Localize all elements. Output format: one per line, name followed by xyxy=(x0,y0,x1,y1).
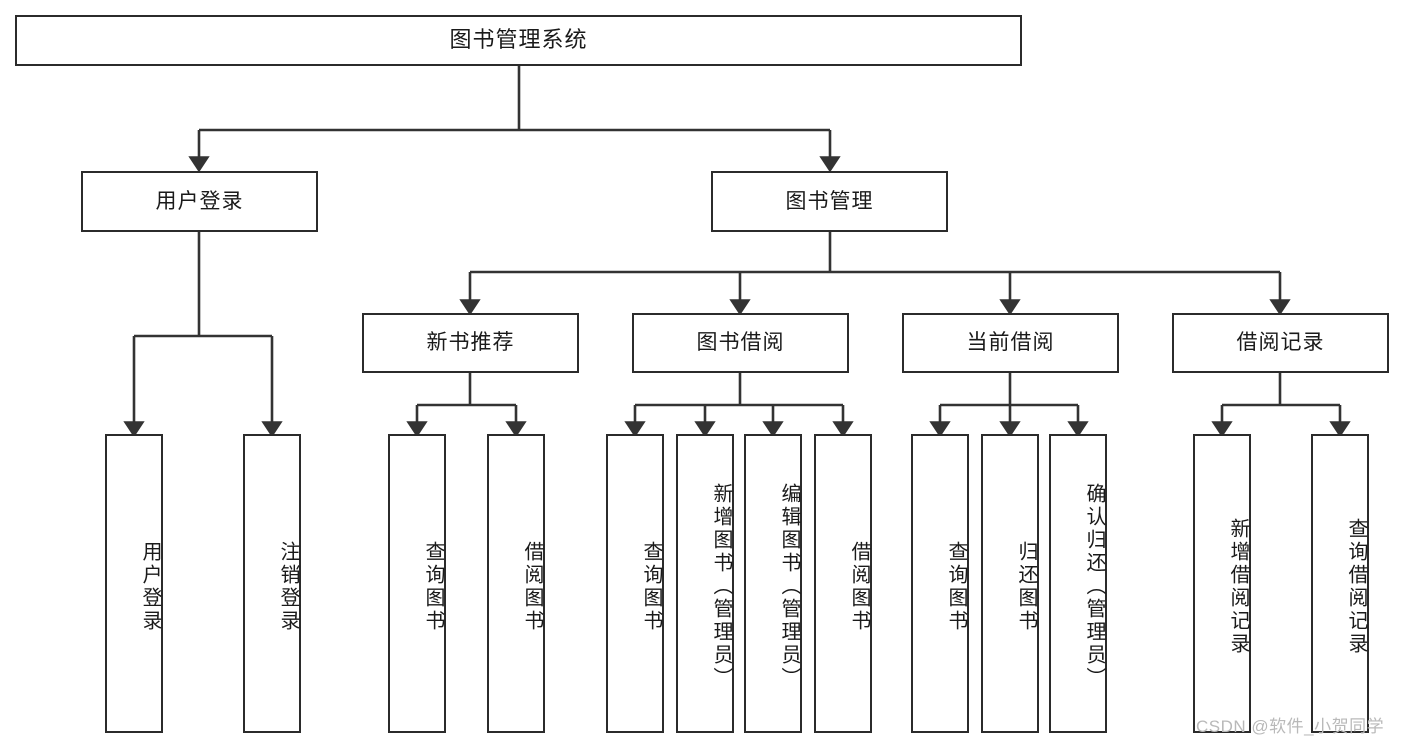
node-label: 查询借阅记录 xyxy=(1345,517,1367,656)
node-leaf-edit-book[interactable]: 编辑图书（管理员） xyxy=(744,434,802,733)
node-leaf-logout-login[interactable]: 注销登录 xyxy=(243,434,301,733)
node-leaf-query-record[interactable]: 查询借阅记录 xyxy=(1311,434,1369,733)
node-label: 新增借阅记录 xyxy=(1227,517,1249,656)
node-label: 查询图书 xyxy=(945,540,967,633)
node-current-borrow[interactable]: 当前借阅 xyxy=(902,313,1119,373)
node-label: 借阅记录 xyxy=(1236,331,1325,355)
node-leaf-confirm-return[interactable]: 确认归还（管理员） xyxy=(1049,434,1107,733)
node-label: 图书管理系统 xyxy=(449,27,588,53)
node-borrow-record[interactable]: 借阅记录 xyxy=(1172,313,1389,373)
node-label: 查询图书 xyxy=(422,540,444,633)
node-leaf-borrow-book-2[interactable]: 借阅图书 xyxy=(814,434,872,733)
node-label: 新书推荐 xyxy=(426,331,515,355)
node-label: 确认归还（管理员） xyxy=(1083,483,1105,690)
node-label: 编辑图书（管理员） xyxy=(778,483,800,690)
node-leaf-query-book-1[interactable]: 查询图书 xyxy=(388,434,446,733)
node-label: 新增图书（管理员） xyxy=(710,483,732,690)
node-leaf-query-book-3[interactable]: 查询图书 xyxy=(911,434,969,733)
node-label: 归还图书 xyxy=(1015,540,1037,633)
node-leaf-add-book[interactable]: 新增图书（管理员） xyxy=(676,434,734,733)
node-label: 图书借阅 xyxy=(696,331,785,355)
node-user-login[interactable]: 用户登录 xyxy=(81,171,318,232)
node-root-book-management-system[interactable]: 图书管理系统 xyxy=(15,15,1022,66)
node-label: 用户登录 xyxy=(155,189,244,213)
node-book-borrow[interactable]: 图书借阅 xyxy=(632,313,849,373)
node-leaf-add-record[interactable]: 新增借阅记录 xyxy=(1193,434,1251,733)
node-book-management[interactable]: 图书管理 xyxy=(711,171,948,232)
node-label: 借阅图书 xyxy=(848,540,870,633)
node-leaf-borrow-book-1[interactable]: 借阅图书 xyxy=(487,434,545,733)
csdn-watermark: CSDN @软件_小贺同学 xyxy=(1196,717,1385,736)
node-label: 图书管理 xyxy=(785,189,874,213)
node-new-book-recommend[interactable]: 新书推荐 xyxy=(362,313,579,373)
node-leaf-return-book[interactable]: 归还图书 xyxy=(981,434,1039,733)
node-label: 注销登录 xyxy=(277,540,299,633)
node-label: 用户登录 xyxy=(139,540,161,633)
node-leaf-query-book-2[interactable]: 查询图书 xyxy=(606,434,664,733)
node-label: 借阅图书 xyxy=(521,540,543,633)
node-label: 当前借阅 xyxy=(966,331,1055,355)
node-label: 查询图书 xyxy=(640,540,662,633)
node-leaf-user-login[interactable]: 用户登录 xyxy=(105,434,163,733)
